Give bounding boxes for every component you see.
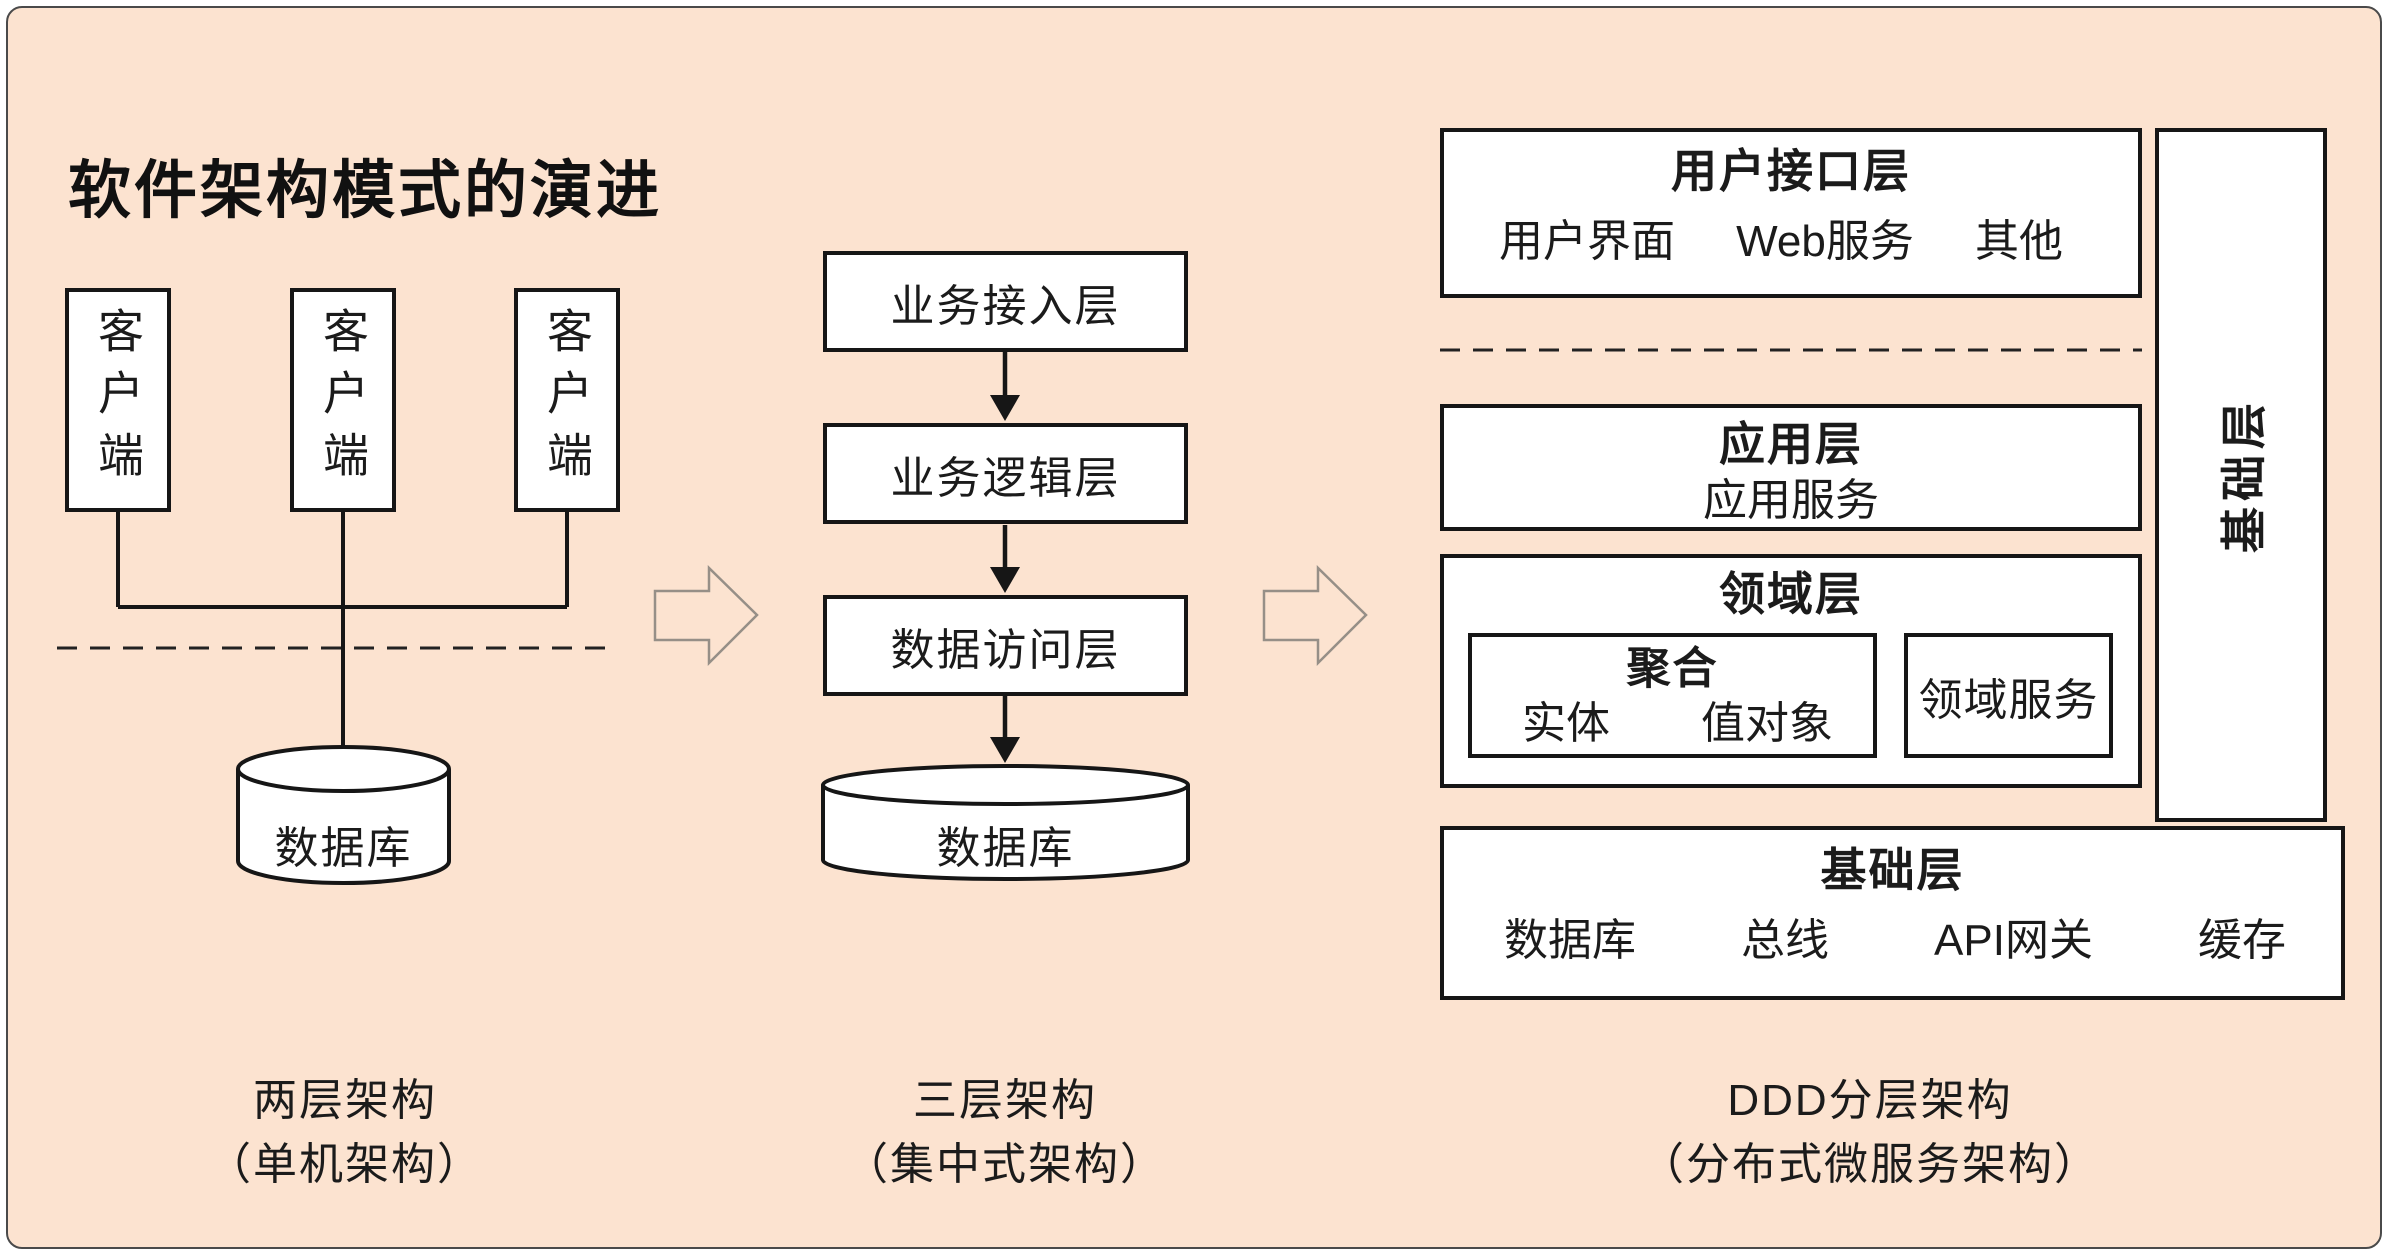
domain-service-label: 领域服务 — [1918, 675, 2099, 725]
infra-vertical-bar: 基础层 — [2155, 128, 2327, 822]
transition-arrow-icon-1 — [653, 565, 759, 667]
layer-label: 数据访问层 — [890, 625, 1121, 675]
database-label-middle: 数据库 — [936, 824, 1075, 873]
layer-box-data-access: 数据访问层 — [823, 595, 1188, 696]
layer-label: 业务接入层 — [890, 281, 1121, 331]
ui-layer-title: 用户接口层 — [1671, 145, 1911, 197]
caption-two-tier: 两层架构 （单机架构） — [58, 1072, 632, 1193]
ui-layer-item: Web服务 — [1736, 217, 1914, 266]
app-layer-box: 应用层 应用服务 — [1440, 404, 2142, 531]
ui-layer-box: 用户接口层 用户界面 Web服务 其他 — [1440, 128, 2142, 298]
client-box-2: 客户端 — [290, 288, 396, 512]
ui-layer-item: 其他 — [1975, 217, 2063, 266]
infra-vertical-label: 基础层 — [2218, 397, 2270, 553]
app-layer-item: 应用服务 — [1703, 476, 1879, 525]
database-cylinder-left — [236, 745, 451, 885]
caption-ddd: DDD分层架构 （分布式微服务架构） — [1583, 1072, 2157, 1193]
caption-line: （分布式微服务架构） — [1640, 1140, 2100, 1190]
caption-three-tier: 三层架构 （集中式架构） — [718, 1072, 1292, 1193]
domain-service-box: 领域服务 — [1904, 633, 2113, 758]
down-arrow-icon — [990, 567, 1020, 593]
layer-box-logic: 业务逻辑层 — [823, 423, 1188, 524]
layer-box-access: 业务接入层 — [823, 251, 1188, 352]
infra-layer-item: 缓存 — [2197, 916, 2286, 965]
database-label-left: 数据库 — [274, 824, 413, 873]
caption-line: （集中式架构） — [844, 1140, 1166, 1190]
value-object-label: 值对象 — [1701, 699, 1833, 748]
down-arrow-icon — [990, 395, 1020, 421]
client-label: 客户端 — [541, 307, 593, 493]
infra-layer-item: 总线 — [1741, 916, 1830, 965]
ui-layer-item: 用户界面 — [1499, 217, 1675, 266]
infra-layer-item: API网关 — [1934, 916, 2093, 965]
client-box-3: 客户端 — [514, 288, 620, 512]
entity-label: 实体 — [1522, 699, 1610, 748]
caption-line: 两层架构 — [253, 1076, 437, 1125]
database-cylinder-middle — [821, 764, 1190, 881]
flow-down-arrows — [990, 352, 1020, 763]
client-label: 客户端 — [92, 307, 144, 493]
page-title: 软件架构模式的演进 — [68, 156, 662, 226]
caption-line: 三层架构 — [913, 1076, 1097, 1125]
caption-line: （单机架构） — [207, 1140, 483, 1190]
client-label: 客户端 — [317, 307, 369, 493]
client-box-1: 客户端 — [65, 288, 171, 512]
aggregate-box: 聚合 实体 值对象 — [1468, 633, 1877, 758]
caption-line: DDD分层架构 — [1727, 1076, 2013, 1125]
infra-layer-item: 数据库 — [1504, 916, 1636, 965]
transition-arrow-icon-2 — [1262, 565, 1368, 667]
infra-layer-box: 基础层 数据库 总线 API网关 缓存 — [1440, 826, 2345, 1000]
domain-layer-title: 领域层 — [1719, 568, 1863, 620]
layer-label: 业务逻辑层 — [890, 453, 1121, 503]
aggregate-title: 聚合 — [1626, 644, 1719, 693]
infra-layer-title: 基础层 — [1820, 844, 1965, 896]
client-connector-lines — [116, 512, 569, 752]
app-layer-title: 应用层 — [1719, 418, 1863, 470]
down-arrow-icon — [990, 737, 1020, 763]
